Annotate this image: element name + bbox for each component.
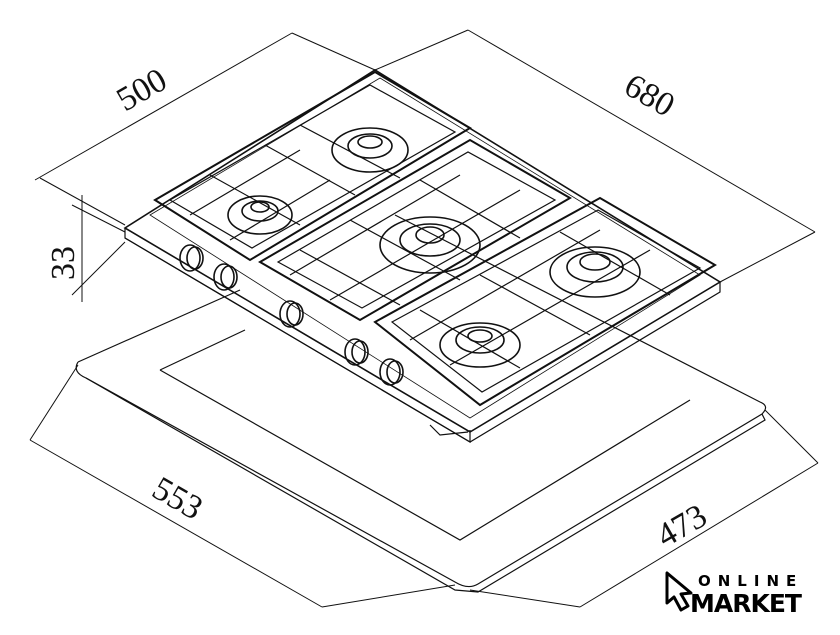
logo-line1: ONLINE [698,572,803,590]
dimension-hob-height: 33 [45,246,82,280]
logo-line2: MARKET [690,589,802,618]
dimension-hob-depth: 500 [111,61,174,119]
grate-center [258,138,572,322]
control-knobs [179,244,404,386]
burners [227,127,641,368]
dimension-hob-width: 680 [618,67,681,125]
cutout-board [75,214,767,593]
cursor-arrow-icon [665,571,693,612]
dimension-cutout-width: 553 [146,470,209,528]
online-market-logo: ONLINE MARKET [665,571,803,618]
dimension-lines [29,29,819,608]
dimension-cutout-depth: 473 [651,497,714,555]
grate-right [373,196,717,407]
